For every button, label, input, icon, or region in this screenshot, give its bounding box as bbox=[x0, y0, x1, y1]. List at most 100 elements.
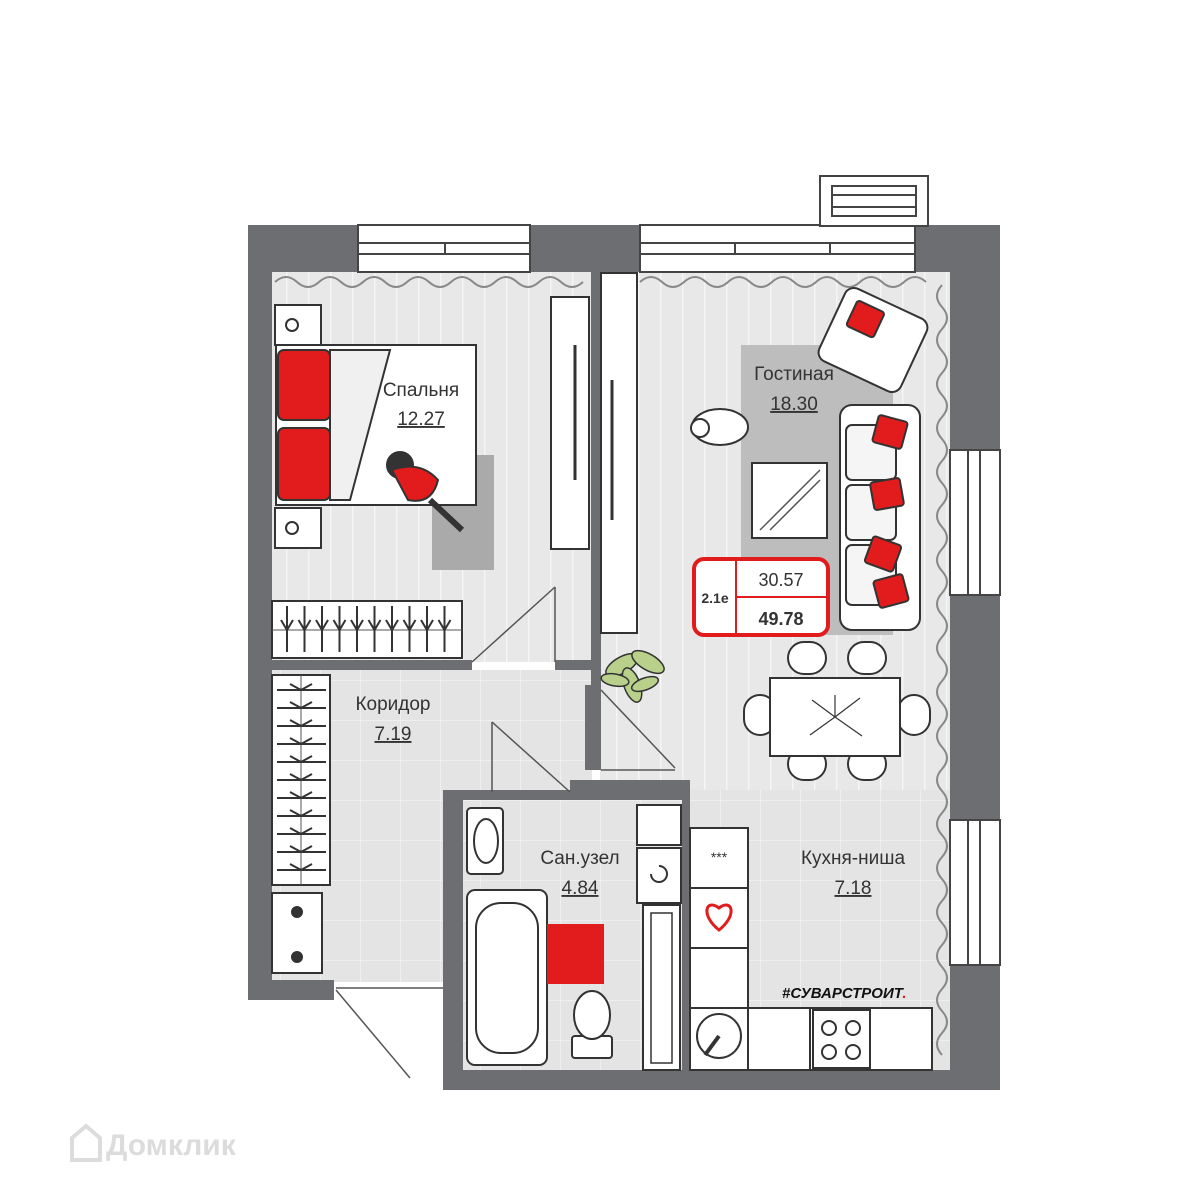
closet-hangers bbox=[280, 606, 452, 652]
bathroom-door bbox=[491, 721, 571, 793]
pillow-bottom bbox=[277, 427, 331, 501]
hanger-icon bbox=[277, 827, 326, 836]
closet-hangers-vertical bbox=[277, 683, 326, 872]
partition-bath-top-a bbox=[443, 790, 570, 800]
curtain-bedroom bbox=[274, 276, 584, 288]
shaft-inner bbox=[650, 912, 673, 1064]
bath-towel bbox=[547, 924, 604, 984]
apartment-card: 2.1e 30.57 49.78 bbox=[692, 557, 830, 637]
room-name-bathroom: Сан.узел bbox=[540, 848, 619, 869]
partition-bedroom-living bbox=[591, 272, 601, 687]
outer-wall-right-bottom bbox=[950, 965, 1000, 1090]
hanger-icon bbox=[420, 606, 434, 652]
window-kitchen bbox=[949, 819, 1001, 966]
room-name-kitchen: Кухня-ниша bbox=[801, 848, 906, 869]
partition-bath-left bbox=[443, 790, 463, 1090]
kitchen-cabinet-lower bbox=[689, 947, 749, 1009]
walls bbox=[248, 225, 1000, 1090]
apartment-type: 2.1e bbox=[701, 590, 728, 606]
room-area-bedroom: 12.27 bbox=[397, 409, 445, 430]
hanger-icon bbox=[277, 737, 326, 746]
outer-wall-left bbox=[248, 225, 272, 1000]
dining-set bbox=[743, 641, 931, 781]
hanger-icon bbox=[350, 606, 364, 652]
hanger-icon bbox=[277, 791, 326, 800]
washing-machine bbox=[636, 847, 682, 904]
hanger-icon bbox=[277, 701, 326, 710]
hanger-icon bbox=[297, 606, 312, 652]
bathtub bbox=[466, 889, 548, 1066]
hanger-icon bbox=[280, 606, 294, 652]
house-logo-icon bbox=[70, 1123, 102, 1162]
person-icon bbox=[386, 451, 465, 533]
room-area-corridor: 7.19 bbox=[375, 724, 412, 745]
knob-icon bbox=[291, 951, 303, 963]
room-name-corridor: Коридор bbox=[355, 694, 430, 715]
outer-wall-right-mid bbox=[950, 595, 1000, 820]
sofa bbox=[839, 404, 921, 631]
brand-name: #СУВАРСТРОИТ bbox=[782, 985, 905, 1002]
curtain-living-right bbox=[936, 284, 948, 1056]
hanger-icon bbox=[315, 606, 329, 652]
wardrobe-bedroom bbox=[550, 296, 590, 550]
balcony-ac-unit bbox=[819, 175, 929, 227]
outer-wall-top-mid bbox=[530, 225, 640, 272]
sink bbox=[466, 807, 504, 875]
bath-cabinet bbox=[636, 804, 682, 846]
chair bbox=[847, 641, 887, 675]
nightstand-bottom bbox=[274, 507, 322, 549]
cooktop bbox=[812, 1009, 871, 1069]
fridge bbox=[689, 827, 749, 889]
entrance-door bbox=[335, 987, 443, 1079]
total-area-value: 49.78 bbox=[758, 609, 803, 629]
bedroom-door bbox=[471, 586, 556, 663]
blanket bbox=[329, 349, 392, 501]
svg-text:#СУВАРСТРОИТ.: #СУВАРСТРОИТ. bbox=[782, 985, 907, 1002]
living-wardrobe bbox=[600, 272, 638, 634]
hanger-icon bbox=[277, 719, 326, 728]
fridge-marks: *** bbox=[711, 849, 728, 865]
hanger-icon bbox=[367, 606, 382, 652]
chair bbox=[787, 641, 827, 675]
hanger-icon bbox=[277, 845, 326, 854]
lamp-top-icon bbox=[285, 318, 299, 332]
kitchen-furniture bbox=[689, 827, 933, 1071]
room-area-kitchen: 7.18 bbox=[835, 878, 872, 899]
window-living-right bbox=[949, 449, 1001, 596]
room-name-living: Гостиная bbox=[754, 364, 834, 385]
living-area-value: 30.57 bbox=[758, 570, 803, 590]
plant-icon bbox=[600, 649, 665, 703]
room-area-bathroom: 4.84 bbox=[562, 878, 599, 899]
curtains bbox=[274, 276, 948, 1056]
partition-bath-right bbox=[682, 790, 690, 1070]
partition-bedroom-corridor-b bbox=[555, 660, 601, 670]
hanger-icon bbox=[402, 606, 417, 652]
hanger-icon bbox=[332, 606, 347, 652]
watermark: Домклик bbox=[70, 1123, 237, 1162]
outer-wall-bottom bbox=[443, 1070, 1000, 1090]
hanger-icon bbox=[437, 606, 452, 652]
partition-bedroom-corridor-a bbox=[272, 660, 472, 670]
nightstand-top bbox=[274, 304, 322, 346]
window-bedroom bbox=[357, 224, 531, 273]
corridor-furniture bbox=[271, 674, 331, 974]
hanger-icon bbox=[385, 606, 399, 652]
hanger-icon bbox=[277, 863, 326, 872]
living-door bbox=[600, 689, 676, 771]
hanger-icon bbox=[277, 773, 326, 782]
table-centerpiece bbox=[809, 695, 863, 737]
hanger-icon bbox=[277, 683, 326, 692]
heart-icon bbox=[705, 903, 733, 932]
partition-living-corridor bbox=[585, 685, 601, 770]
toilet bbox=[571, 990, 613, 1059]
armchair bbox=[817, 287, 929, 393]
outer-wall-bottom-left bbox=[248, 980, 334, 1000]
hanger-icon bbox=[277, 809, 326, 818]
window-living bbox=[639, 224, 916, 273]
pillow-top bbox=[277, 349, 331, 421]
hanger-icon bbox=[277, 755, 326, 764]
outer-wall-right-top bbox=[950, 225, 1000, 450]
room-name-bedroom: Спальня bbox=[383, 380, 459, 401]
room-area-living: 18.30 bbox=[770, 394, 818, 415]
